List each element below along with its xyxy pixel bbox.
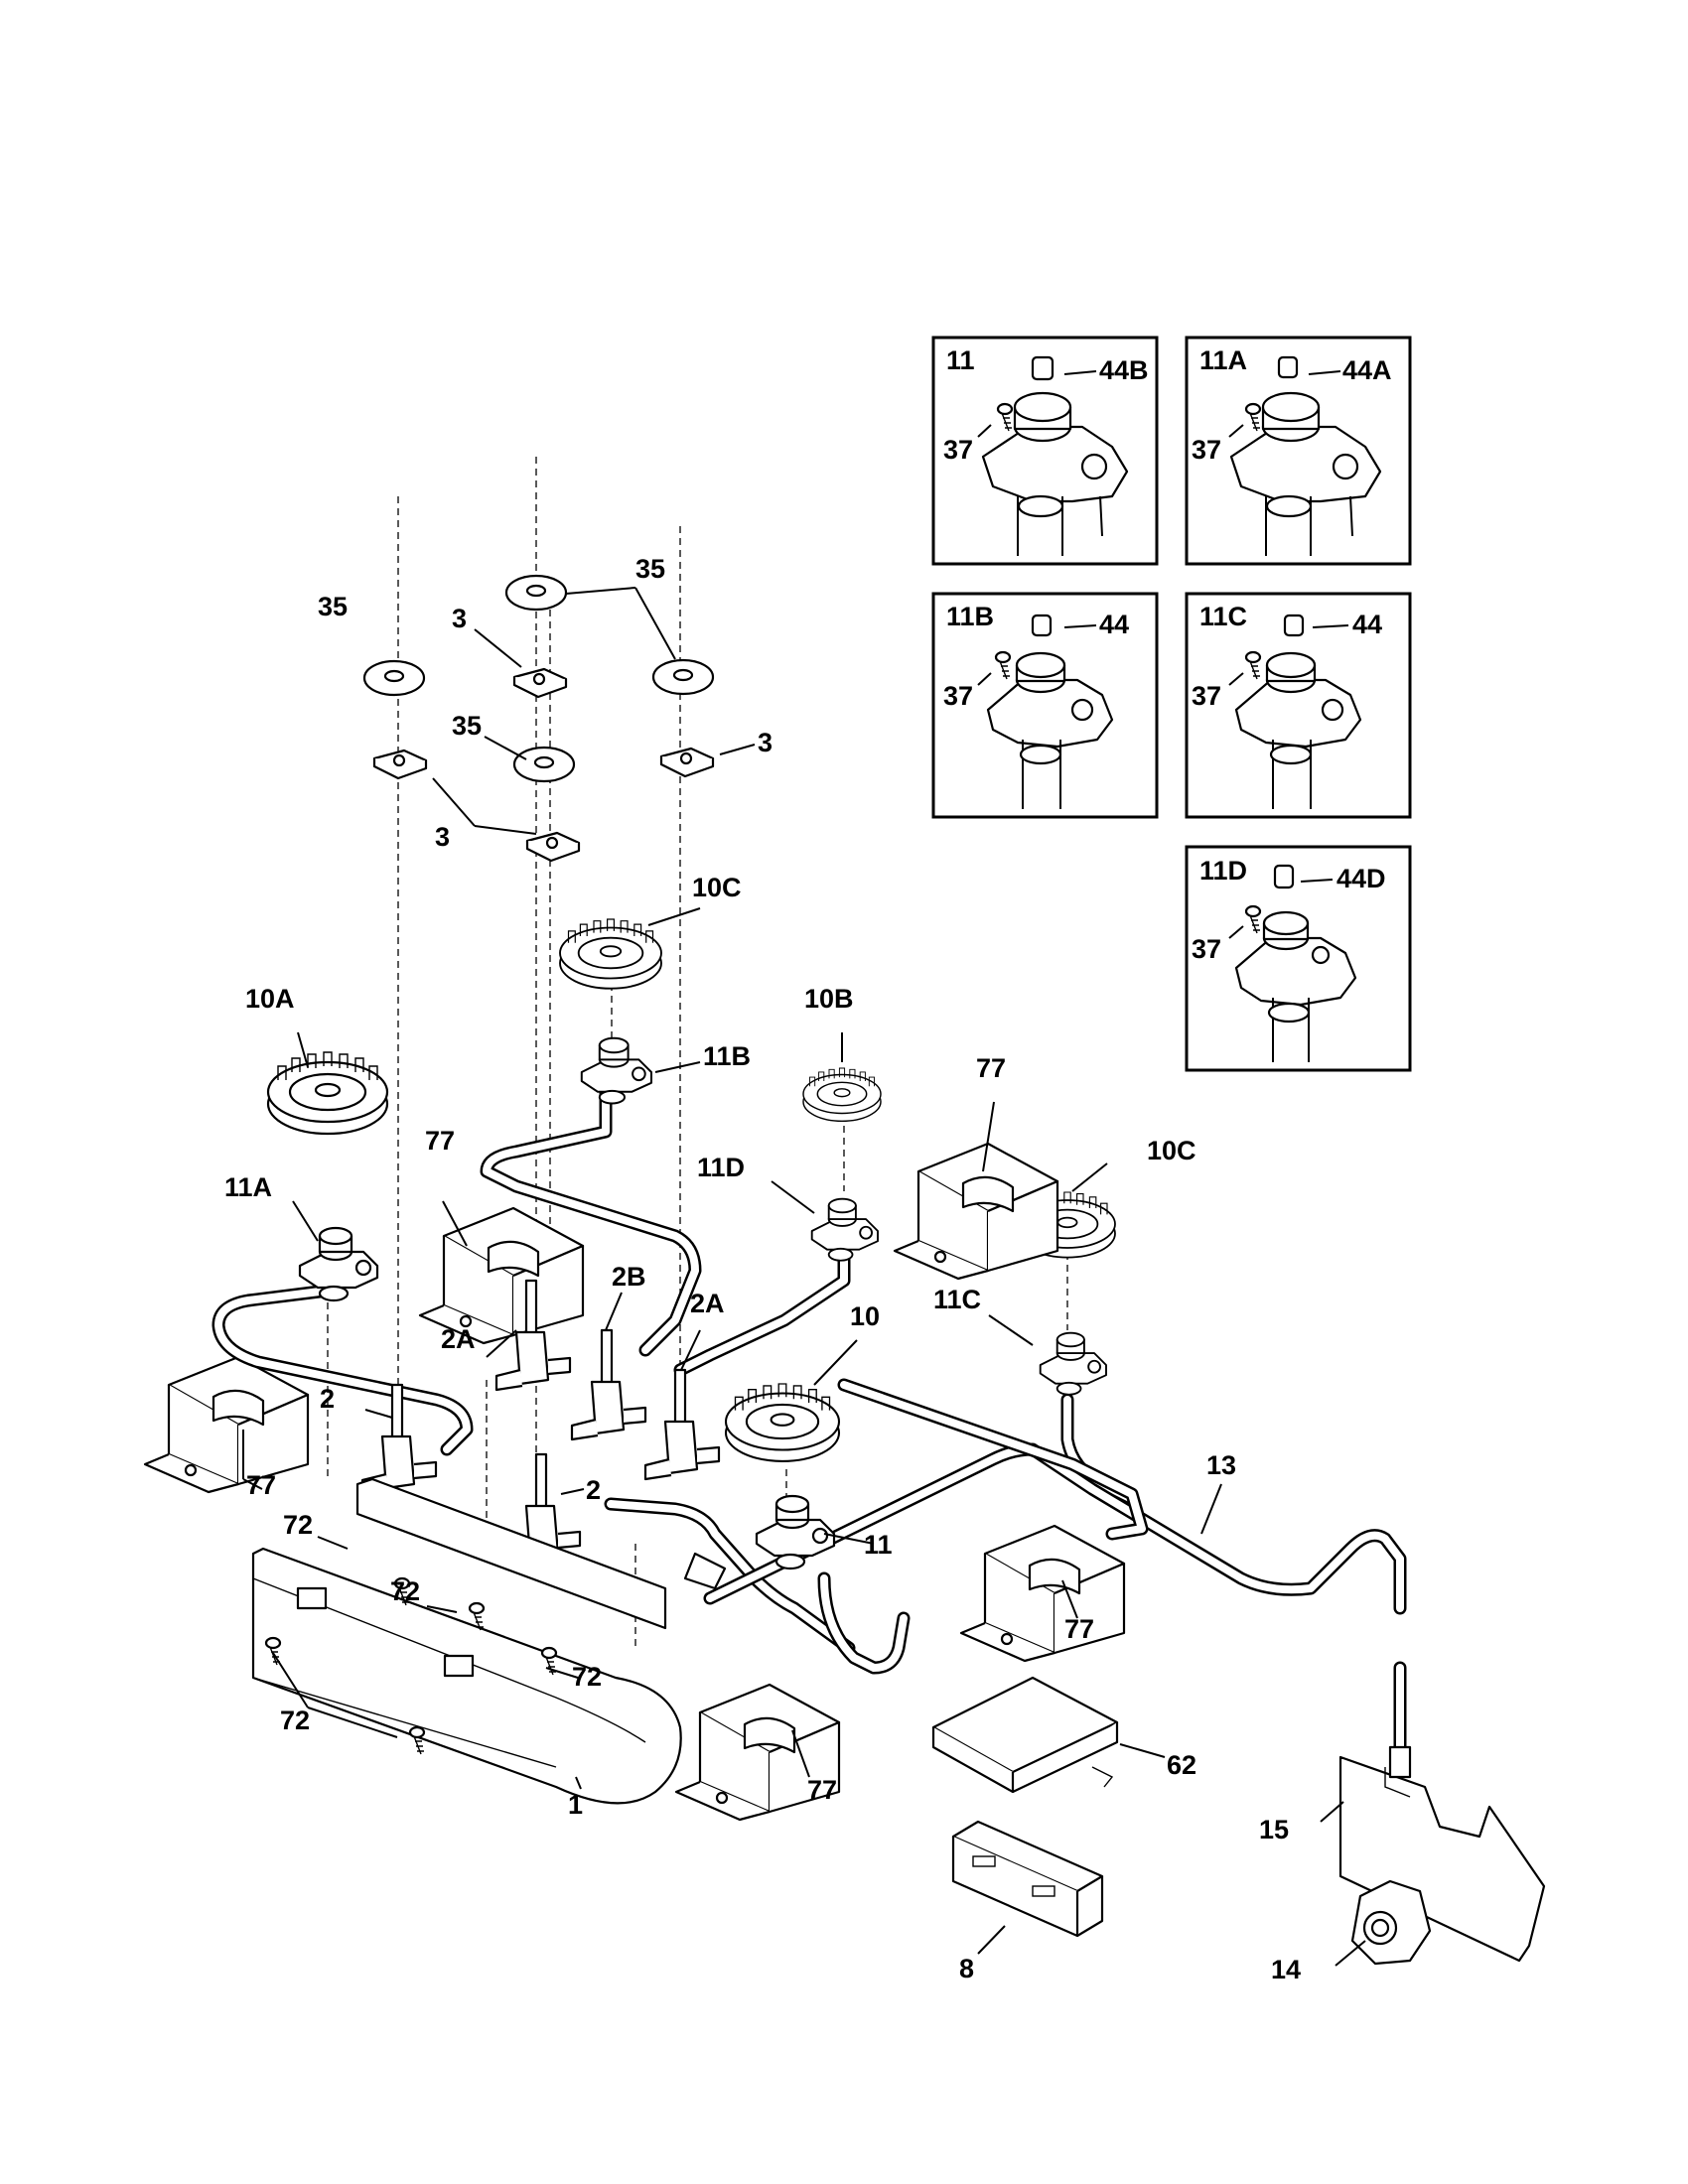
inset-11A-cap-label: 44A <box>1342 355 1392 385</box>
callout-11C: 11C <box>933 1285 981 1314</box>
inset-11: 11 44B 37 <box>931 336 1159 566</box>
callout-11D: 11D <box>697 1153 745 1182</box>
callout-77: 77 <box>1064 1614 1094 1644</box>
callout-3: 3 <box>452 604 467 633</box>
callout-72: 72 <box>283 1510 313 1540</box>
callout-77: 77 <box>976 1053 1006 1083</box>
inset-11C-cap-label: 44 <box>1352 610 1382 639</box>
callout-35: 35 <box>452 711 482 741</box>
callout-35: 35 <box>318 592 348 621</box>
callout-14: 14 <box>1271 1955 1301 1984</box>
manifold <box>251 1477 727 1805</box>
callout-10A: 10A <box>245 984 295 1014</box>
module-cover-62 <box>931 1676 1119 1794</box>
callout-2: 2 <box>320 1384 335 1414</box>
inset-11-screw-label: 37 <box>943 435 973 465</box>
inset-11A-title: 11A <box>1199 345 1247 375</box>
gas-tubes <box>211 1085 1407 1764</box>
inset-11B-cap-label: 44 <box>1099 610 1129 639</box>
callout-35: 35 <box>635 554 665 584</box>
inset-11C-screw-label: 37 <box>1192 681 1221 711</box>
callout-2B: 2B <box>612 1262 646 1292</box>
inset-11C-title: 11C <box>1199 602 1247 631</box>
callout-10B: 10B <box>804 984 854 1014</box>
inset-11B-title: 11B <box>946 602 994 631</box>
callout-labels: 35 3 35 3 35 3 10C 10A 10B 11B 77 77 10C… <box>224 554 1301 1984</box>
callout-10C: 10C <box>692 873 742 902</box>
callout-11: 11 <box>864 1530 893 1560</box>
callout-3: 3 <box>435 822 450 852</box>
inset-11B-screw-label: 37 <box>943 681 973 711</box>
callout-77: 77 <box>807 1775 837 1805</box>
callout-11B: 11B <box>703 1041 751 1071</box>
inset-11D-screw-label: 37 <box>1192 934 1221 964</box>
inset-11B: 11B 44 37 <box>931 592 1159 819</box>
inset-11D-cap-label: 44D <box>1336 864 1386 893</box>
regulator-bracket-15 <box>1338 1745 1546 1963</box>
regulator-14 <box>1350 1879 1432 1966</box>
callout-77: 77 <box>425 1126 455 1156</box>
callout-10C: 10C <box>1147 1136 1196 1165</box>
inset-11-title: 11 <box>946 345 975 375</box>
inset-11-cap-label: 44B <box>1099 355 1149 385</box>
callout-11A: 11A <box>224 1172 272 1202</box>
callout-2A: 2A <box>441 1324 476 1354</box>
spark-module-8 <box>951 1820 1104 1938</box>
inset-11D-title: 11D <box>1199 856 1247 886</box>
leader-lines <box>242 587 1366 1967</box>
inset-11C: 11C 44 37 <box>1185 592 1412 819</box>
callout-13: 13 <box>1206 1450 1236 1480</box>
callout-1: 1 <box>568 1790 583 1820</box>
callout-2: 2 <box>586 1475 601 1505</box>
callout-72: 72 <box>390 1576 420 1606</box>
callout-8: 8 <box>959 1954 974 1983</box>
callout-15: 15 <box>1259 1815 1289 1844</box>
callout-2A: 2A <box>690 1289 725 1318</box>
callout-77: 77 <box>246 1470 276 1500</box>
inset-11A-screw-label: 37 <box>1192 435 1221 465</box>
callout-10: 10 <box>850 1301 880 1331</box>
callout-62: 62 <box>1167 1750 1196 1780</box>
inset-11A: 11A 44A 37 <box>1185 336 1412 566</box>
callout-72: 72 <box>572 1662 602 1692</box>
inset-11D: 11D 44D 37 <box>1185 845 1412 1072</box>
callout-72: 72 <box>280 1706 310 1735</box>
callout-3: 3 <box>758 728 773 757</box>
